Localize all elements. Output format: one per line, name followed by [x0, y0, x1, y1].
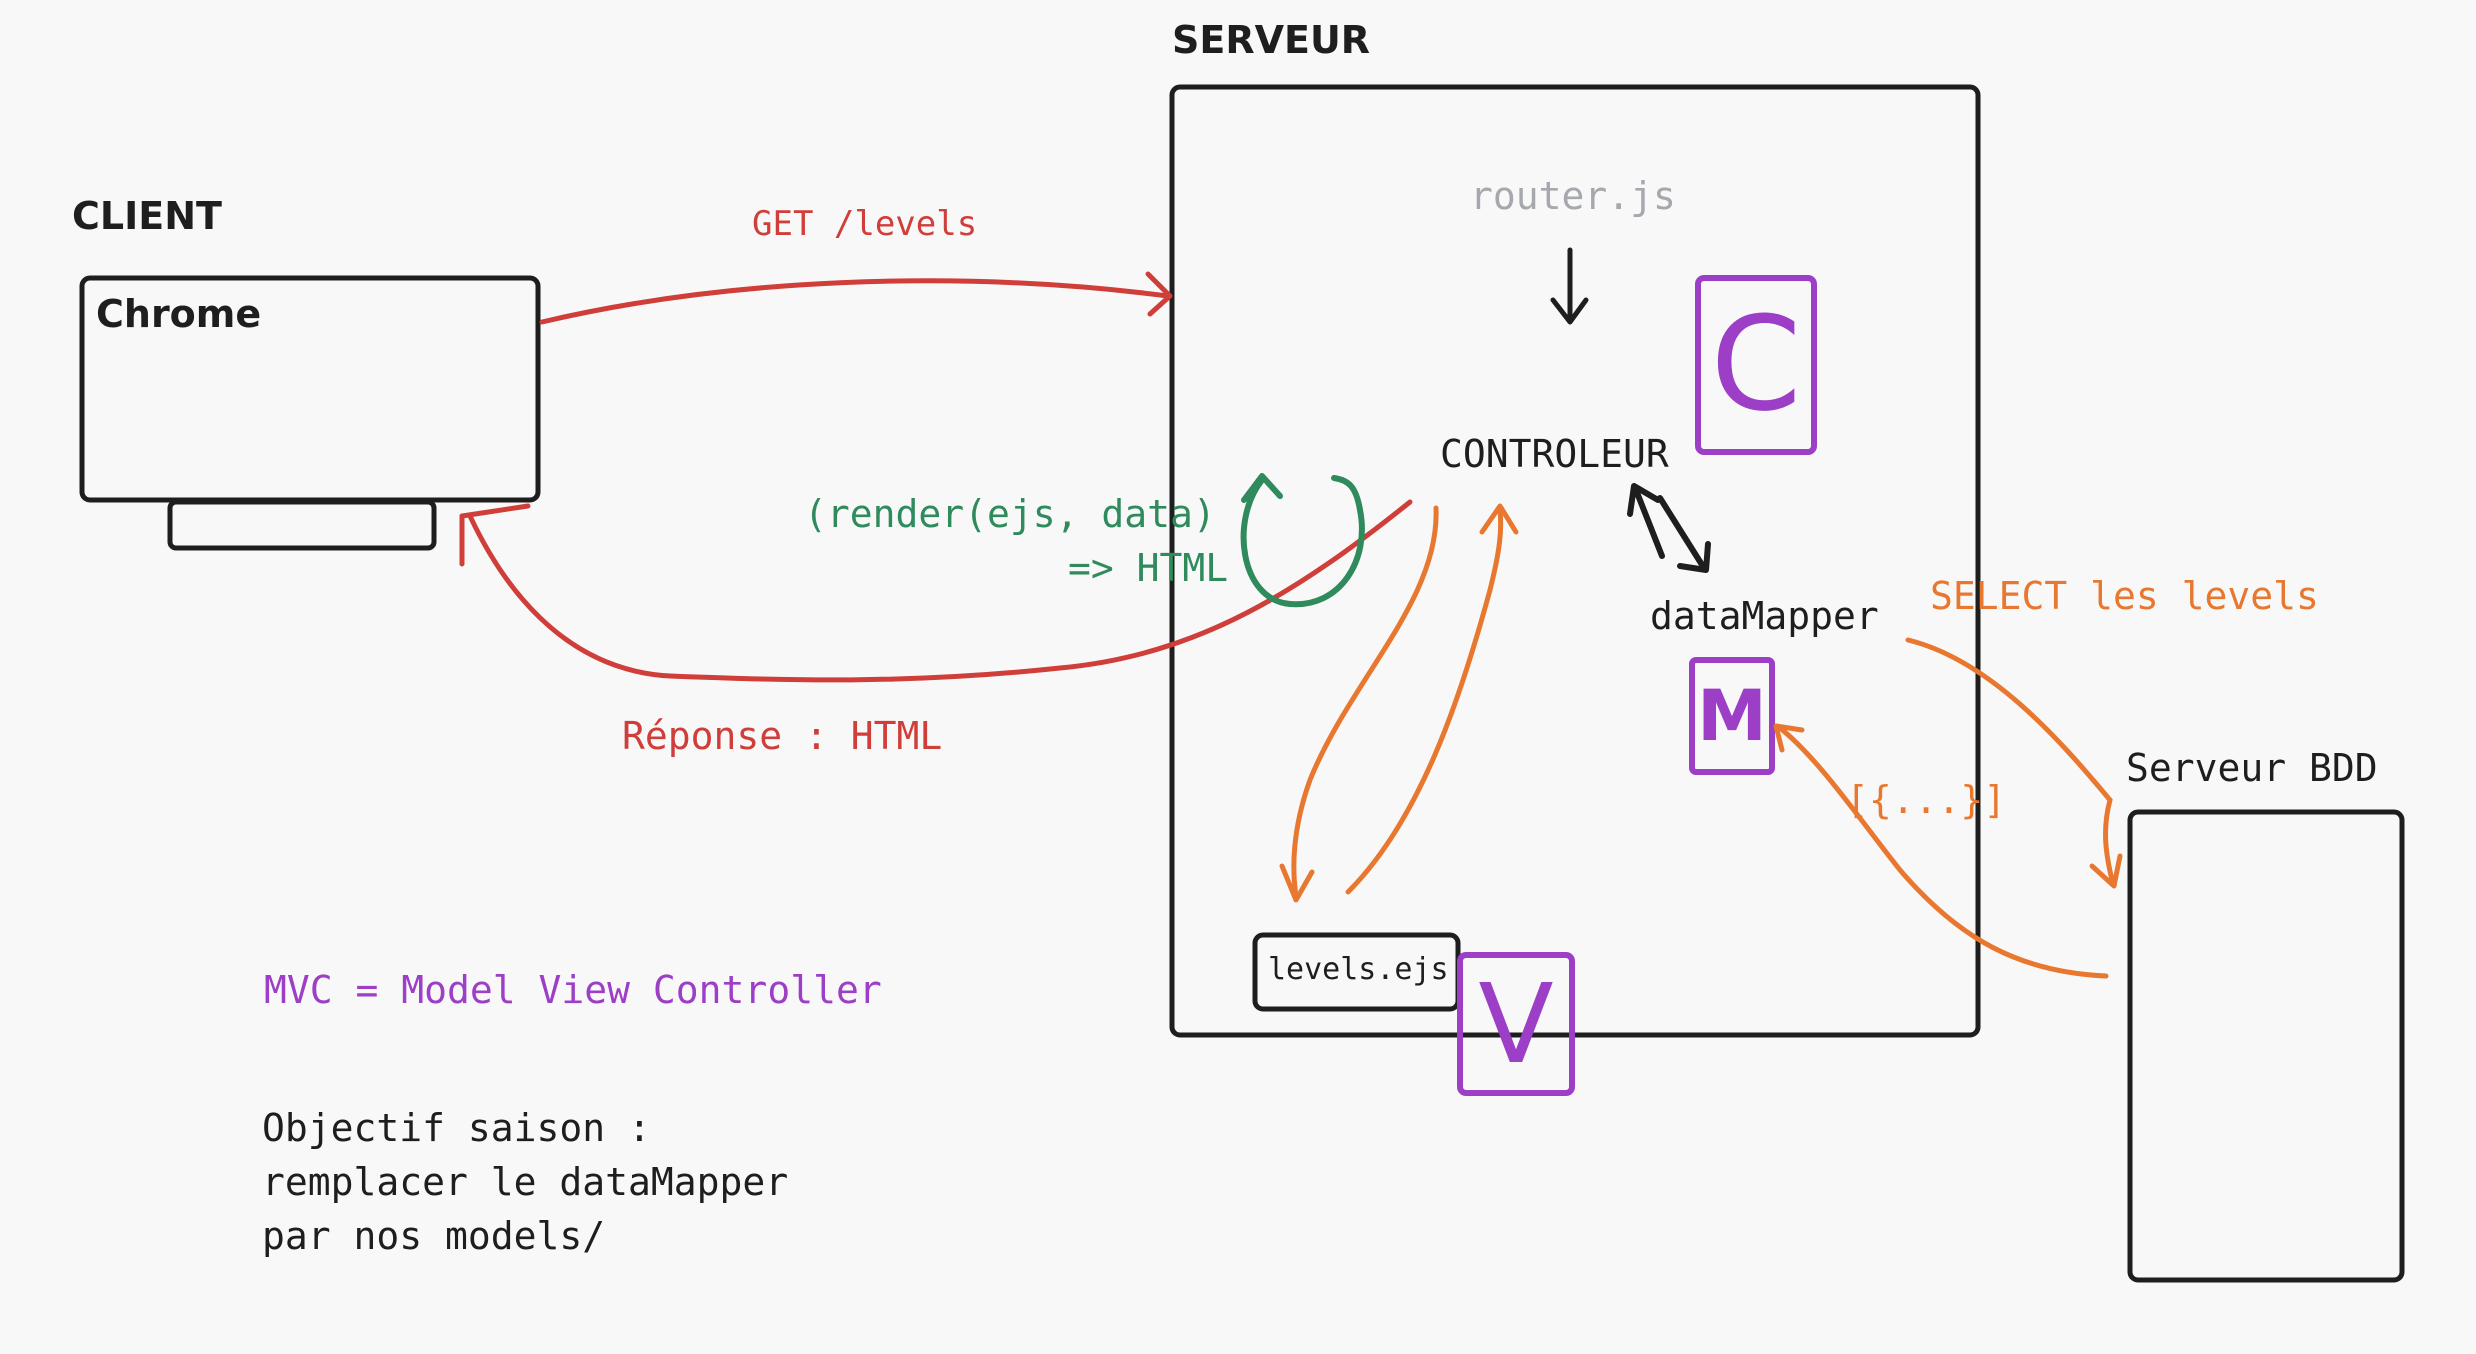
router-to-controller-arrowhead: [1550, 297, 1589, 325]
objectif-line1: Objectif saison :: [262, 1106, 651, 1150]
db-server-box: [2127, 809, 2405, 1283]
client-title: CLIENT: [72, 194, 222, 238]
view-badge-letter: V: [1478, 960, 1554, 1088]
get-request-arrowhead: [1145, 271, 1173, 317]
datamapper-controller-arrow-down: [1657, 495, 1707, 571]
serveur-title: SERVEUR: [1172, 18, 1371, 62]
controller-datamapper-arrowhead-up: [1627, 483, 1661, 517]
controller-badge: [1695, 275, 1817, 455]
objectif-line2: remplacer le dataMapper: [262, 1160, 789, 1204]
controller-to-view-arrowhead: [1279, 863, 1315, 903]
controleur-label: CONTROLEUR: [1440, 432, 1669, 476]
datamapper-controller-arrowhead-down: [1677, 541, 1711, 573]
response-label: Réponse : HTML: [622, 714, 943, 758]
levels-ejs-label: levels.ejs: [1268, 952, 1449, 987]
view-to-controller-arrowhead: [1479, 503, 1519, 535]
objectif-line3: par nos models/: [262, 1214, 606, 1258]
controller-datamapper-arrow-up: [1633, 487, 1665, 559]
controller-to-view-arrow: [1291, 505, 1439, 899]
view-to-controller-arrow: [1345, 507, 1504, 895]
response-arrow: [467, 499, 1413, 683]
result-arrow: [1777, 725, 2109, 979]
get-request-arrow: [539, 278, 1171, 325]
model-badge-letter: M: [1697, 675, 1767, 757]
render-loop-arrow: [1240, 475, 1365, 608]
client-monitor-stand: [167, 499, 437, 551]
result-arrowhead: [1773, 723, 1805, 753]
get-request-label: GET /levels: [752, 204, 978, 244]
select-query-arrowhead: [2089, 853, 2123, 889]
router-label: router.js: [1470, 174, 1676, 218]
controller-badge-letter: C: [1710, 288, 1802, 440]
chrome-label: Chrome: [96, 292, 262, 336]
model-badge: [1689, 657, 1775, 775]
db-server-label: Serveur BDD: [2126, 746, 2378, 790]
render-label-line2: => HTML: [1068, 546, 1229, 590]
render-loop-arrowhead: [1241, 473, 1283, 503]
render-label-line1: (render(ejs, data): [804, 492, 1216, 536]
datamapper-label: dataMapper: [1650, 594, 1879, 638]
select-query-arrow: [1905, 637, 2115, 883]
select-query-label: SELECT les levels: [1930, 574, 2319, 618]
result-label: [{...}]: [1846, 778, 2007, 822]
response-arrowhead: [459, 503, 531, 567]
mvc-definition: MVC = Model View Controller: [264, 968, 882, 1012]
view-badge: [1457, 952, 1575, 1096]
